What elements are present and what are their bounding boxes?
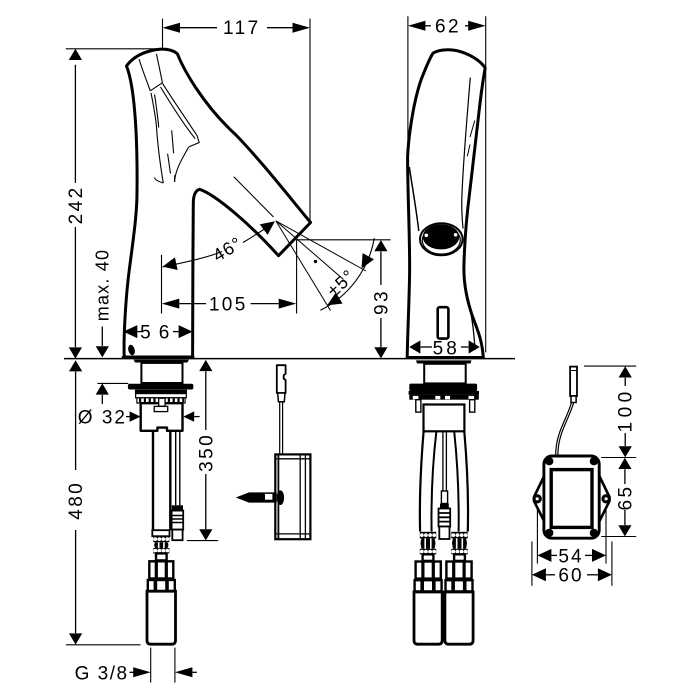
- svg-text:56: 56: [140, 322, 177, 343]
- svg-text:242: 242: [66, 185, 87, 224]
- svg-text:62: 62: [435, 17, 461, 38]
- svg-text:max. 40: max. 40: [93, 249, 113, 321]
- svg-text:93: 93: [371, 289, 392, 315]
- svg-text:100: 100: [616, 387, 637, 432]
- svg-text:65: 65: [615, 485, 636, 511]
- svg-text:117: 117: [223, 18, 261, 39]
- svg-text:350: 350: [196, 433, 217, 472]
- svg-text:105: 105: [209, 294, 248, 315]
- svg-text:54: 54: [558, 546, 583, 567]
- svg-text:480: 480: [66, 481, 87, 520]
- svg-text:Ø 32: Ø 32: [78, 408, 127, 429]
- svg-text:G 3/8: G 3/8: [75, 664, 129, 685]
- svg-text:58: 58: [433, 339, 460, 360]
- svg-text:60: 60: [558, 566, 583, 587]
